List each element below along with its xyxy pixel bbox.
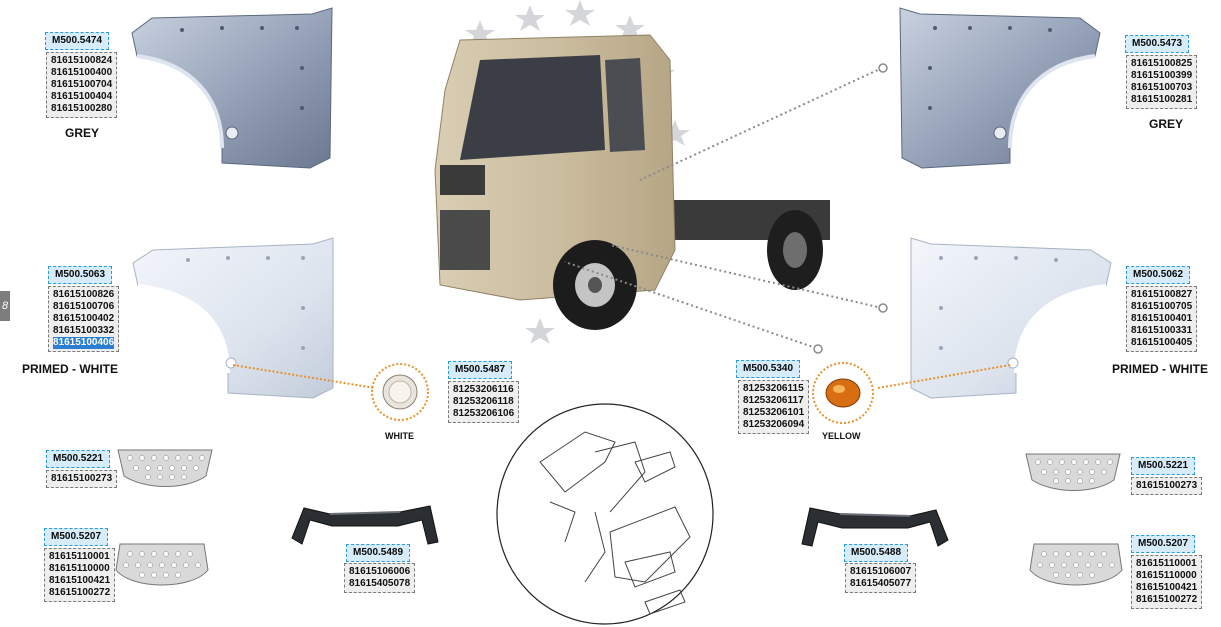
primed-fender-right-image xyxy=(910,237,1112,399)
grey-fender-right-image xyxy=(899,7,1101,169)
step-plate-top-left-image xyxy=(117,449,213,487)
ref-list-step-top-right: 81615100273 xyxy=(1131,477,1203,495)
color-label-primed-right: PRIMED - WHITE xyxy=(1112,362,1208,376)
ref-number: 81615405078 xyxy=(349,578,411,589)
ref-number: 81253206118 xyxy=(453,396,514,407)
page-marker: 8 xyxy=(0,291,10,321)
step-plate-bottom-left-image xyxy=(115,543,209,586)
ref-number: 81615100400 xyxy=(51,67,113,78)
ref-number: 81615100703 xyxy=(1131,82,1193,93)
ref-number: 81615100332 xyxy=(53,325,115,336)
ref-number: 81615100331 xyxy=(1131,325,1193,336)
ref-number: 81615100399 xyxy=(1131,70,1193,81)
ref-number: 81615100825 xyxy=(1131,58,1193,69)
part-code-step-top-right: M500.5221 xyxy=(1131,457,1196,475)
part-code-lamp-yellow: M500.5340 xyxy=(736,360,801,378)
ref-list-grey-left: 81615100824 81615100400 81615100704 8161… xyxy=(46,52,118,118)
color-label-lamp-yellow: YELLOW xyxy=(822,431,861,441)
color-label-primed-left: PRIMED - WHITE xyxy=(22,362,118,376)
part-code-step-top-left: M500.5221 xyxy=(46,450,111,468)
ref-list-lamp-white: 81253206116 81253206118 81253206106 xyxy=(448,381,520,423)
ref-list-lamp-yellow: 81253206115 81253206117 81253206101 8125… xyxy=(738,380,810,434)
ref-number: 81615100273 xyxy=(1136,480,1198,491)
step-plate-bottom-right-image xyxy=(1029,543,1123,586)
ref-list-primed-right: 81615100827 81615100705 81615100401 8161… xyxy=(1126,286,1198,352)
bracket-left-image xyxy=(291,505,439,545)
ref-number: 81615100272 xyxy=(49,587,111,598)
ref-number: 81615100704 xyxy=(51,79,113,90)
ref-number: 81615100280 xyxy=(51,103,113,114)
ref-number: 81615110000 xyxy=(49,563,110,574)
grey-fender-left-image xyxy=(131,7,333,169)
part-code-grey-right: M500.5473 xyxy=(1125,35,1190,53)
ref-number: 81615100402 xyxy=(53,313,115,324)
ref-list-bracket-left: 81615106006 81615405078 xyxy=(344,563,416,593)
ref-list-grey-right: 81615100825 81615100399 81615100703 8161… xyxy=(1126,55,1198,109)
ref-number: 81253206101 xyxy=(743,407,805,418)
ref-number: 81615110001 xyxy=(49,551,110,562)
ref-number: 81615100706 xyxy=(53,301,115,312)
white-lamp-image xyxy=(371,363,429,421)
color-label-lamp-white: WHITE xyxy=(385,431,414,441)
ref-number: 81615100405 xyxy=(1131,337,1193,348)
primed-fender-left-image xyxy=(132,237,334,399)
ref-number: 81615100827 xyxy=(1131,289,1193,300)
ref-list-step-bottom-left: 81615110001 81615110000 81615100421 8161… xyxy=(44,548,116,602)
ref-number: 81253206106 xyxy=(453,408,515,419)
ref-number: 81615100421 xyxy=(49,575,111,586)
part-code-primed-left: M500.5063 xyxy=(48,266,113,284)
color-label-grey-left: GREY xyxy=(65,126,100,140)
ref-number: 81615106006 xyxy=(349,566,411,577)
yellow-lamp-image xyxy=(812,362,874,424)
ref-list-step-bottom-right: 81615110001 81615110000 81615100421 8161… xyxy=(1131,555,1203,609)
bracket-right-image xyxy=(801,507,949,547)
ref-list-step-top-left: 81615100273 xyxy=(46,470,118,488)
ref-number-highlighted: 81615100406 xyxy=(53,337,115,349)
ref-number: 81615405077 xyxy=(850,578,912,589)
ref-number: 81615106007 xyxy=(850,566,912,577)
part-code-step-bottom-right: M500.5207 xyxy=(1131,535,1196,553)
part-code-bracket-left: M500.5489 xyxy=(346,544,411,562)
ref-number: 81615100273 xyxy=(51,473,113,484)
ref-number: 81615100404 xyxy=(51,91,113,102)
ref-list-bracket-right: 81615106007 81615405077 xyxy=(845,563,917,593)
ref-number: 81253206115 xyxy=(743,383,804,394)
ref-number: 81615100826 xyxy=(53,289,115,300)
part-code-primed-right: M500.5062 xyxy=(1126,266,1191,284)
part-code-grey-left: M500.5474 xyxy=(45,32,110,50)
part-code-lamp-white: M500.5487 xyxy=(448,361,513,379)
truck-image xyxy=(434,0,830,344)
ref-number: 81615100281 xyxy=(1131,94,1193,105)
ref-number: 81253206094 xyxy=(743,419,805,430)
ref-number: 81615110000 xyxy=(1136,570,1197,581)
step-plate-top-right-image xyxy=(1025,453,1121,491)
ref-number: 81253206116 xyxy=(453,384,514,395)
ref-number: 81615110001 xyxy=(1136,558,1197,569)
ref-number: 81615100705 xyxy=(1131,301,1193,312)
part-code-bracket-right: M500.5488 xyxy=(844,544,909,562)
ref-number: 81615100421 xyxy=(1136,582,1198,593)
part-code-step-bottom-left: M500.5207 xyxy=(44,528,109,546)
ref-number: 81615100824 xyxy=(51,55,113,66)
exploded-view-drawing xyxy=(496,403,714,625)
ref-number: 81615100272 xyxy=(1136,594,1198,605)
color-label-grey-right: GREY xyxy=(1149,117,1184,131)
ref-number: 81253206117 xyxy=(743,395,804,406)
ref-list-primed-left: 81615100826 81615100706 81615100402 8161… xyxy=(48,286,120,352)
ref-number: 81615100401 xyxy=(1131,313,1193,324)
